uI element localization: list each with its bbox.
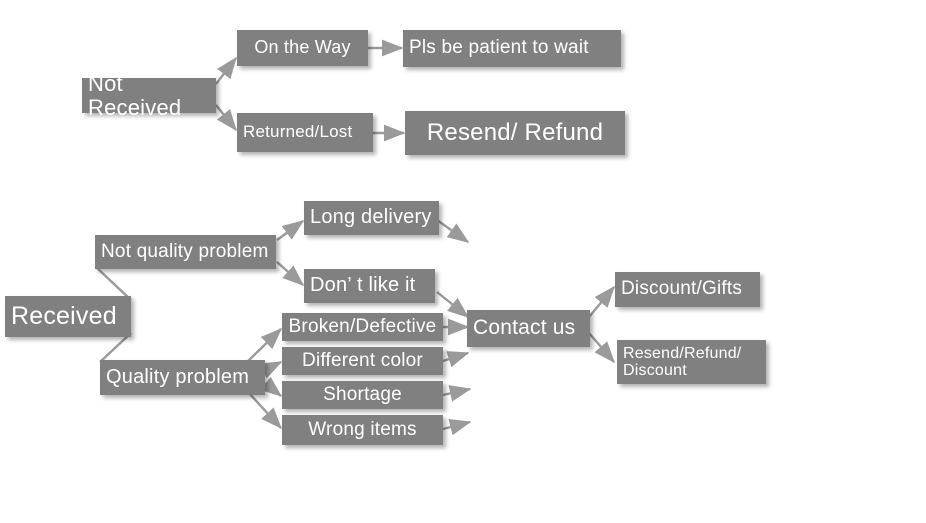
node-dont-like-it[interactable]: Don’ t like it [304, 269, 435, 303]
node-shortage[interactable]: Shortage [282, 381, 443, 409]
edge-quality-to-broken-defective [246, 327, 283, 363]
node-on-the-way[interactable]: On the Way [237, 30, 368, 66]
edge-long-delivery-to-contact-us [436, 219, 470, 243]
node-discount-gifts[interactable]: Discount/Gifts [615, 272, 760, 307]
edge-quality-to-wrong-items [247, 391, 282, 430]
node-contact-us[interactable]: Contact us [467, 310, 590, 347]
node-not-quality-problem[interactable]: Not quality problem [95, 235, 276, 269]
edge-contact-us-to-discount-gifts [588, 285, 615, 318]
edge-not-received-to-returned-lost [215, 104, 237, 132]
edge-not-received-to-on-the-way [215, 56, 237, 85]
node-not-received[interactable]: Not Received [82, 71, 216, 119]
node-pls-be-patient-to-wait[interactable]: Pls be patient to wait [403, 30, 621, 67]
edge-quality-to-shortage [260, 376, 283, 397]
node-different-color[interactable]: Different color [282, 347, 443, 375]
node-broken-defective[interactable]: Broken/Defective [282, 313, 443, 341]
node-quality-problem[interactable]: Quality problem [100, 360, 265, 395]
edge-different-color-to-contact-us [442, 351, 470, 368]
node-received[interactable]: Received [5, 296, 131, 337]
node-wrong-items[interactable]: Wrong items [282, 415, 443, 445]
edge-wrong-items-to-contact-us [442, 418, 472, 436]
edge-quality-to-different-color [259, 360, 283, 379]
edge-not-quality-to-dont-like-it [276, 261, 305, 286]
node-resend-refund[interactable]: Resend/ Refund [405, 111, 625, 155]
edge-shortage-to-contact-us [442, 385, 472, 402]
edge-not-quality-to-long-delivery [276, 220, 305, 241]
edge-contact-us-to-resend-refund-discount [588, 332, 615, 364]
edge-received-to-quality-problem [99, 332, 132, 363]
node-resend-refund-discount[interactable]: Resend/Refund/ Discount [617, 340, 766, 384]
node-long-delivery[interactable]: Long delivery [304, 201, 439, 235]
node-returned-lost[interactable]: Returned/Lost [237, 113, 373, 152]
